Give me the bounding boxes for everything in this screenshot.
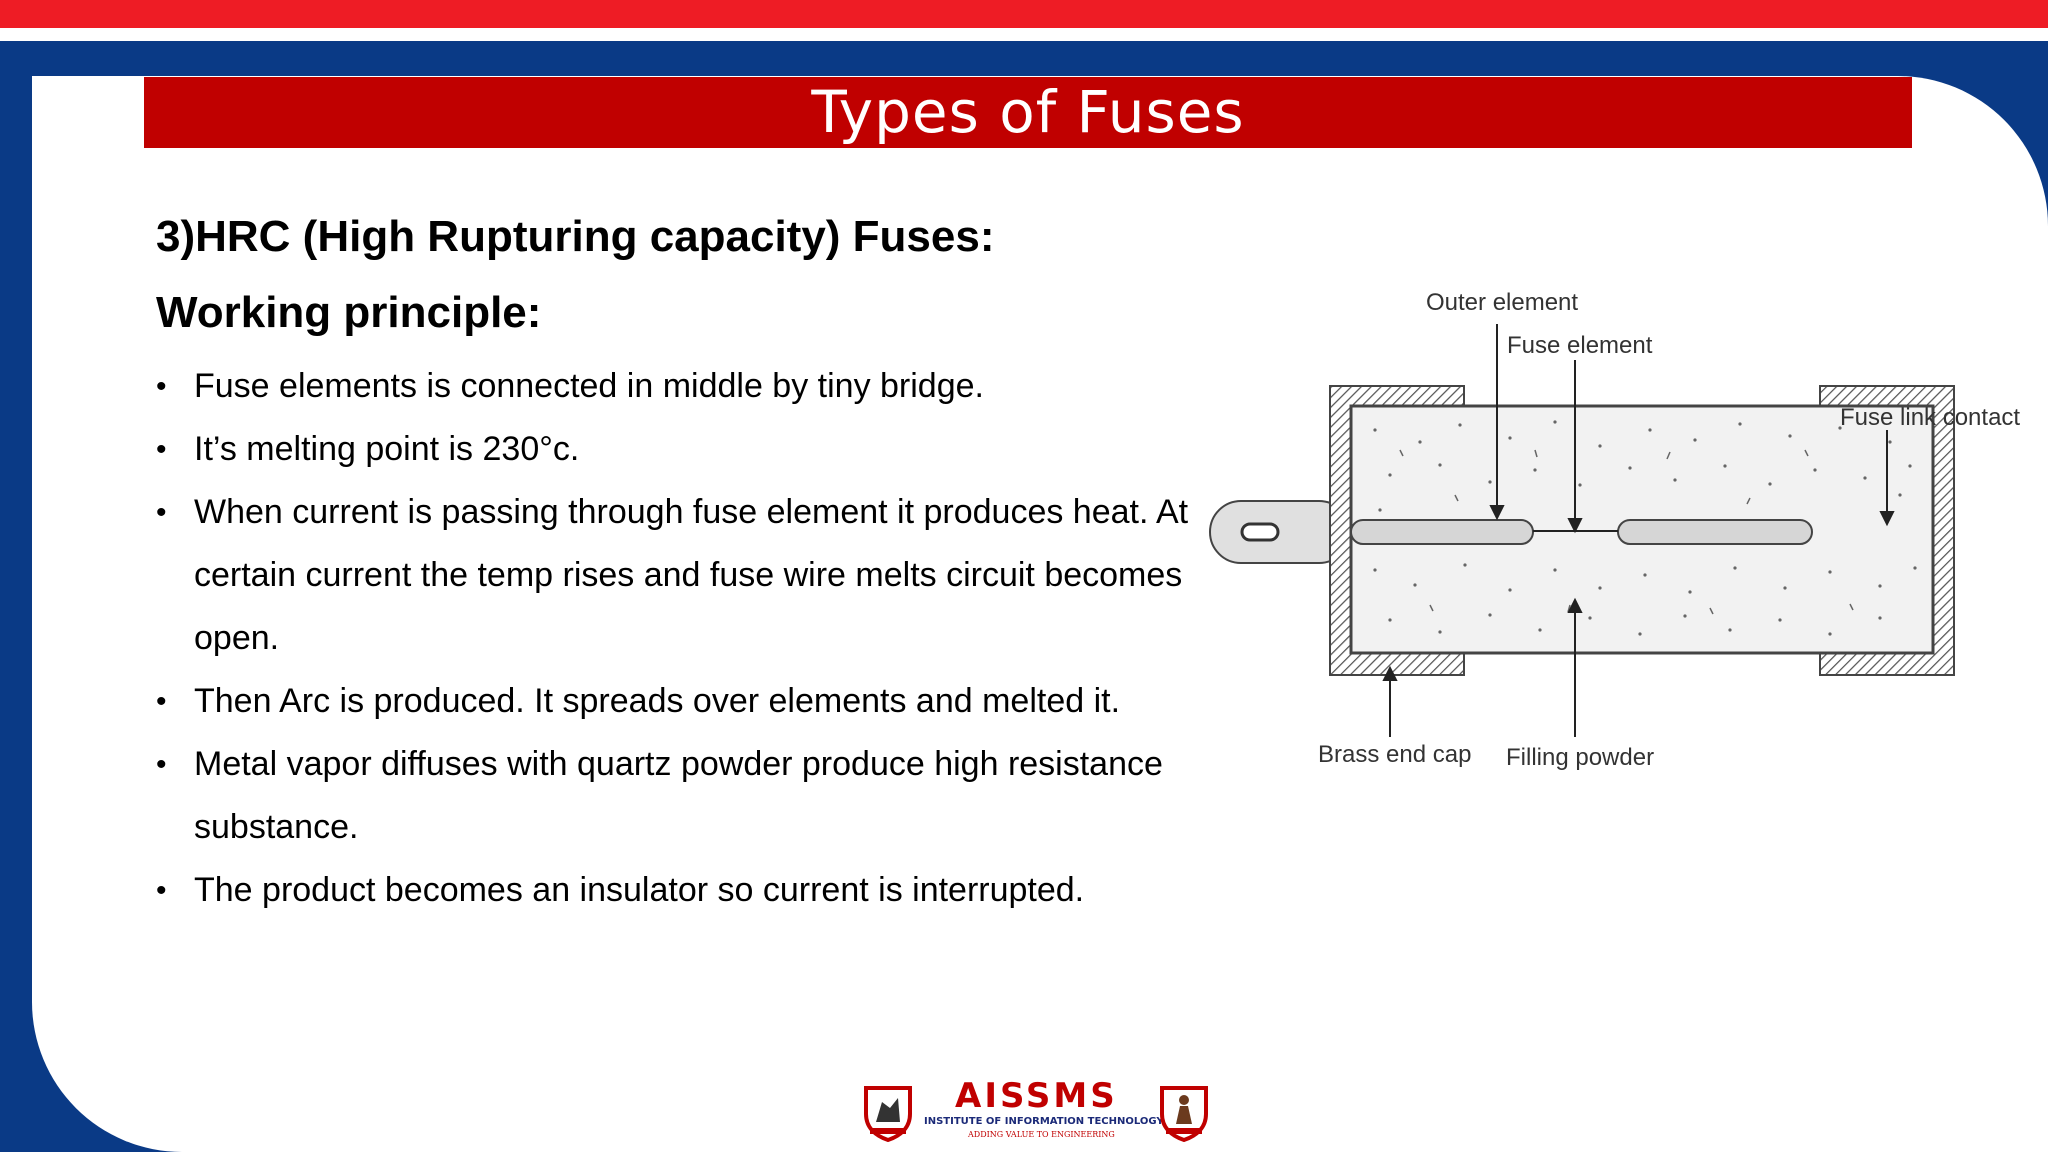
right-crest-icon <box>1160 1086 1208 1142</box>
institute-logo: AISSMS INSTITUTE OF INFORMATION TECHNOLO… <box>860 1076 1220 1144</box>
top-white-stripe <box>0 28 2048 41</box>
title-bar: Types of Fuses <box>144 77 1912 148</box>
bullet-list: Fuse elements is connected in middle by … <box>156 355 1216 922</box>
label-fuse-link-contact: Fuse link contact <box>1840 404 2020 431</box>
section-subheading: Working principle: <box>156 288 542 337</box>
slide-content: 3)HRC (High Rupturing capacity) Fuses: W… <box>156 203 1216 922</box>
slide-title: Types of Fuses <box>811 77 1245 146</box>
label-brass-end-cap: Brass end cap <box>1318 741 1471 768</box>
bullet-item: When current is passing through fuse ele… <box>156 481 1216 670</box>
label-fuse-element: Fuse element <box>1507 332 1653 359</box>
label-filling-powder: Filling powder <box>1506 744 1654 771</box>
leader-lines <box>1382 324 1895 737</box>
label-outer-element: Outer element <box>1426 289 1578 316</box>
logo-subtitle: INSTITUTE OF INFORMATION TECHNOLOGY <box>924 1116 1164 1127</box>
logo-name: AISSMS <box>955 1076 1118 1116</box>
bullet-item: Fuse elements is connected in middle by … <box>156 355 1216 418</box>
top-red-stripe <box>0 0 2048 28</box>
left-crest-icon <box>864 1086 912 1142</box>
bullet-item: Then Arc is produced. It spreads over el… <box>156 670 1216 733</box>
fuse-element <box>1350 519 1813 545</box>
bullet-item: Metal vapor diffuses with quartz powder … <box>156 733 1216 859</box>
bullet-item: It’s melting point is 230°c. <box>156 418 1216 481</box>
bullet-item: The product becomes an insulator so curr… <box>156 859 1216 922</box>
logo-tagline: ADDING VALUE TO ENGINEERING <box>968 1130 1115 1139</box>
hrc-fuse-diagram: Outer element Fuse element Fuse link con… <box>1209 289 2020 771</box>
left-terminal-tab <box>1209 500 1351 564</box>
section-heading: 3)HRC (High Rupturing capacity) Fuses: <box>156 212 995 261</box>
